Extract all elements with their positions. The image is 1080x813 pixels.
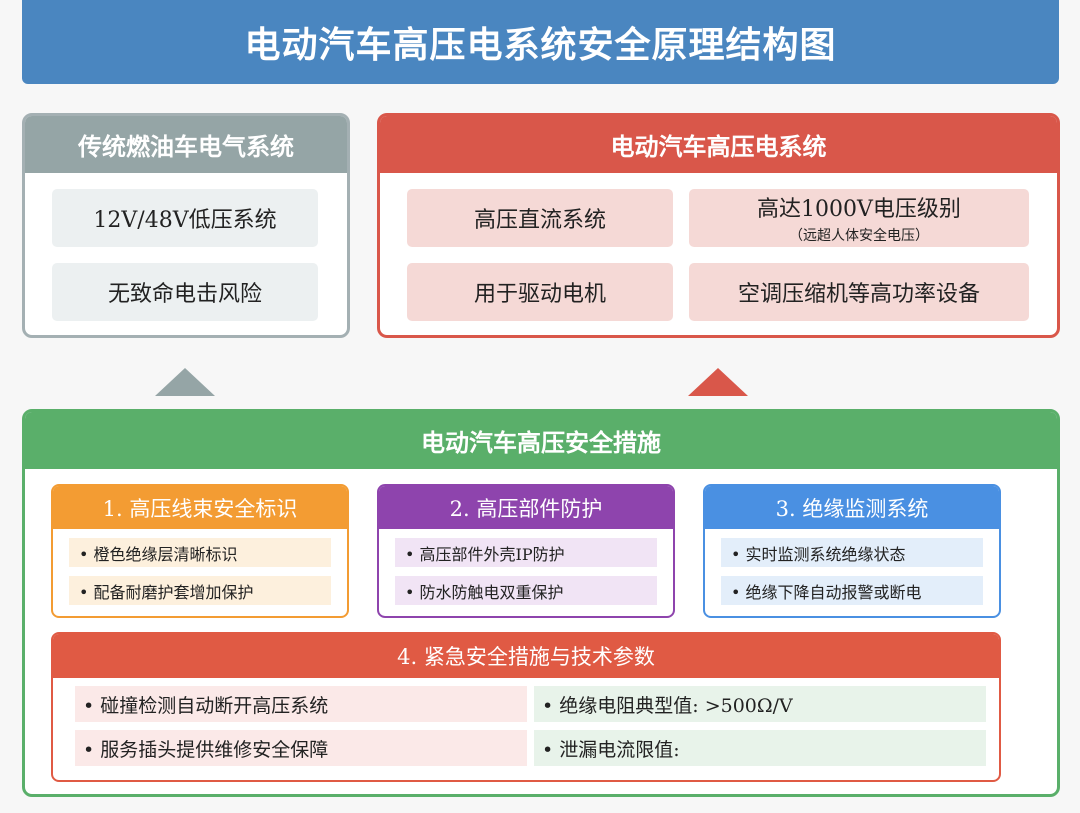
page-title: 电动汽车高压电系统安全原理结构图 <box>22 0 1059 84</box>
ev-item: 高达1000V电压级别 （远超人体安全电压） <box>689 189 1029 247</box>
group-component-protection: 2. 高压部件防护 • 高压部件外壳IP防护 • 防水防触电双重保护 <box>377 484 675 618</box>
tech-param-item: • 绝缘电阻典型值: >500Ω/V <box>534 686 986 722</box>
traditional-header: 传统燃油车电气系统 <box>25 116 347 173</box>
ev-item-label: 高压直流系统 <box>473 208 606 233</box>
group-wiring-marking: 1. 高压线束安全标识 • 橙色绝缘层清晰标识 • 配备耐磨护套增加保护 <box>51 484 349 618</box>
ev-item-note: （远超人体安全电压） <box>789 228 929 244</box>
group-title: 3. 绝缘监测系统 <box>705 486 999 529</box>
ev-item: 用于驱动电机 <box>407 263 673 321</box>
emergency-item: • 碰撞检测自动断开高压系统 <box>75 686 527 722</box>
traditional-system-panel: 传统燃油车电气系统 12V/48V低压系统 无致命电击风险 <box>22 113 350 338</box>
group-item: • 橙色绝缘层清晰标识 <box>69 538 331 567</box>
ev-item-label: 高达1000V电压级别 <box>757 197 961 222</box>
traditional-item: 无致命电击风险 <box>52 263 318 321</box>
ev-item-label: 空调压缩机等高功率设备 <box>737 282 980 307</box>
ev-header: 电动汽车高压电系统 <box>380 116 1057 173</box>
ev-item-label: 用于驱动电机 <box>473 282 606 307</box>
group-title: 4. 紧急安全措施与技术参数 <box>53 634 999 678</box>
emergency-item: • 服务插头提供维修安全保障 <box>75 730 527 766</box>
ev-system-panel: 电动汽车高压电系统 高压直流系统 高达1000V电压级别 （远超人体安全电压） 用… <box>377 113 1060 338</box>
group-item: • 实时监测系统绝缘状态 <box>721 538 983 567</box>
tech-param-item: • 泄漏电流限值: <box>534 730 986 766</box>
group-emergency-measures: 4. 紧急安全措施与技术参数 • 碰撞检测自动断开高压系统 • 服务插头提供维修… <box>51 632 1001 782</box>
group-item: • 配备耐磨护套增加保护 <box>69 576 331 605</box>
arrow-up-gray-icon <box>155 368 215 396</box>
group-item: • 高压部件外壳IP防护 <box>395 538 657 567</box>
ev-item: 高压直流系统 <box>407 189 673 247</box>
traditional-item: 12V/48V低压系统 <box>52 189 318 247</box>
group-item: • 绝缘下降自动报警或断电 <box>721 576 983 605</box>
arrow-up-red-icon <box>688 368 748 396</box>
safety-header: 电动汽车高压安全措施 <box>25 412 1057 469</box>
group-title: 2. 高压部件防护 <box>379 486 673 529</box>
group-title: 1. 高压线束安全标识 <box>53 486 347 529</box>
group-item: • 防水防触电双重保护 <box>395 576 657 605</box>
group-insulation-monitoring: 3. 绝缘监测系统 • 实时监测系统绝缘状态 • 绝缘下降自动报警或断电 <box>703 484 1001 618</box>
ev-item: 空调压缩机等高功率设备 <box>689 263 1029 321</box>
